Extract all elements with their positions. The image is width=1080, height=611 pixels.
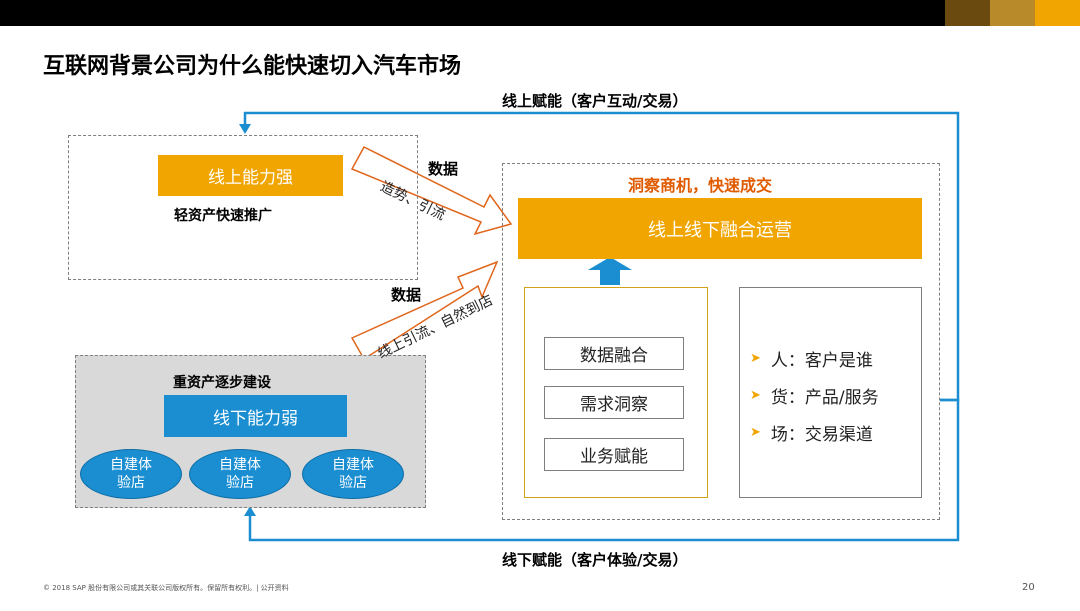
lower-arrow-data-label: 数据 xyxy=(391,286,422,304)
capability-box: 需求洞察 xyxy=(544,386,684,419)
top-bar xyxy=(0,0,1080,26)
elements-panel xyxy=(739,287,922,498)
right-block-heading: 洞察商机，快速成交 xyxy=(628,176,773,195)
bottom-loop-label: 线下赋能（客户体验/交易） xyxy=(502,551,688,569)
bottom-loop-line xyxy=(248,398,960,542)
store-ellipse: 自建体 验店 xyxy=(189,449,291,499)
chevron-right-icon: ➤ xyxy=(750,351,761,366)
list-item: ➤ 场：交易渠道 xyxy=(750,414,915,451)
ops-box: 线上线下融合运营 xyxy=(518,198,922,259)
top-bar-accent-2 xyxy=(990,0,1035,26)
top-loop-arrowhead xyxy=(239,124,251,134)
chevron-right-icon: ➤ xyxy=(750,388,761,403)
elements-list: ➤ 人：客户是谁 ➤ 货：产品/服务 ➤ 场：交易渠道 xyxy=(750,340,915,451)
chevron-right-icon: ➤ xyxy=(750,425,761,440)
up-arrow xyxy=(588,257,632,285)
upper-arrow-data-label: 数据 xyxy=(428,160,459,178)
top-bar-accent-1 xyxy=(945,0,990,26)
top-bar-accent-3 xyxy=(1035,0,1080,26)
footer-copyright: © 2018 SAP 股份有限公司或其关联公司版权所有。保留所有权利。| 公开资… xyxy=(43,584,289,592)
capability-box: 业务赋能 xyxy=(544,438,684,471)
list-item: ➤ 货：产品/服务 xyxy=(750,377,915,414)
list-item-text: 场：交易渠道 xyxy=(770,425,873,445)
list-item: ➤ 人：客户是谁 xyxy=(750,340,915,377)
page-number: 20 xyxy=(1022,582,1035,593)
list-item-text: 人：客户是谁 xyxy=(770,351,873,371)
store-ellipse: 自建体 验店 xyxy=(302,449,404,499)
lower-flow-arrow xyxy=(350,260,499,361)
capability-box: 数据融合 xyxy=(544,337,684,370)
online-block xyxy=(68,135,418,280)
upper-flow-arrow xyxy=(350,146,513,236)
slide-title: 互联网背景公司为什么能快速切入汽车市场 xyxy=(43,54,462,79)
online-caption: 轻资产快速推广 xyxy=(174,208,272,224)
bottom-loop-arrowhead xyxy=(244,506,256,516)
store-ellipse: 自建体 验店 xyxy=(80,449,182,499)
offline-caption: 重资产逐步建设 xyxy=(173,375,271,391)
online-strong-box: 线上能力强 xyxy=(158,155,343,196)
list-item-text: 货：产品/服务 xyxy=(770,388,879,408)
right-block xyxy=(502,163,940,520)
offline-weak-box: 线下能力弱 xyxy=(164,395,347,437)
top-loop-label: 线上赋能（客户互动/交易） xyxy=(502,92,688,110)
